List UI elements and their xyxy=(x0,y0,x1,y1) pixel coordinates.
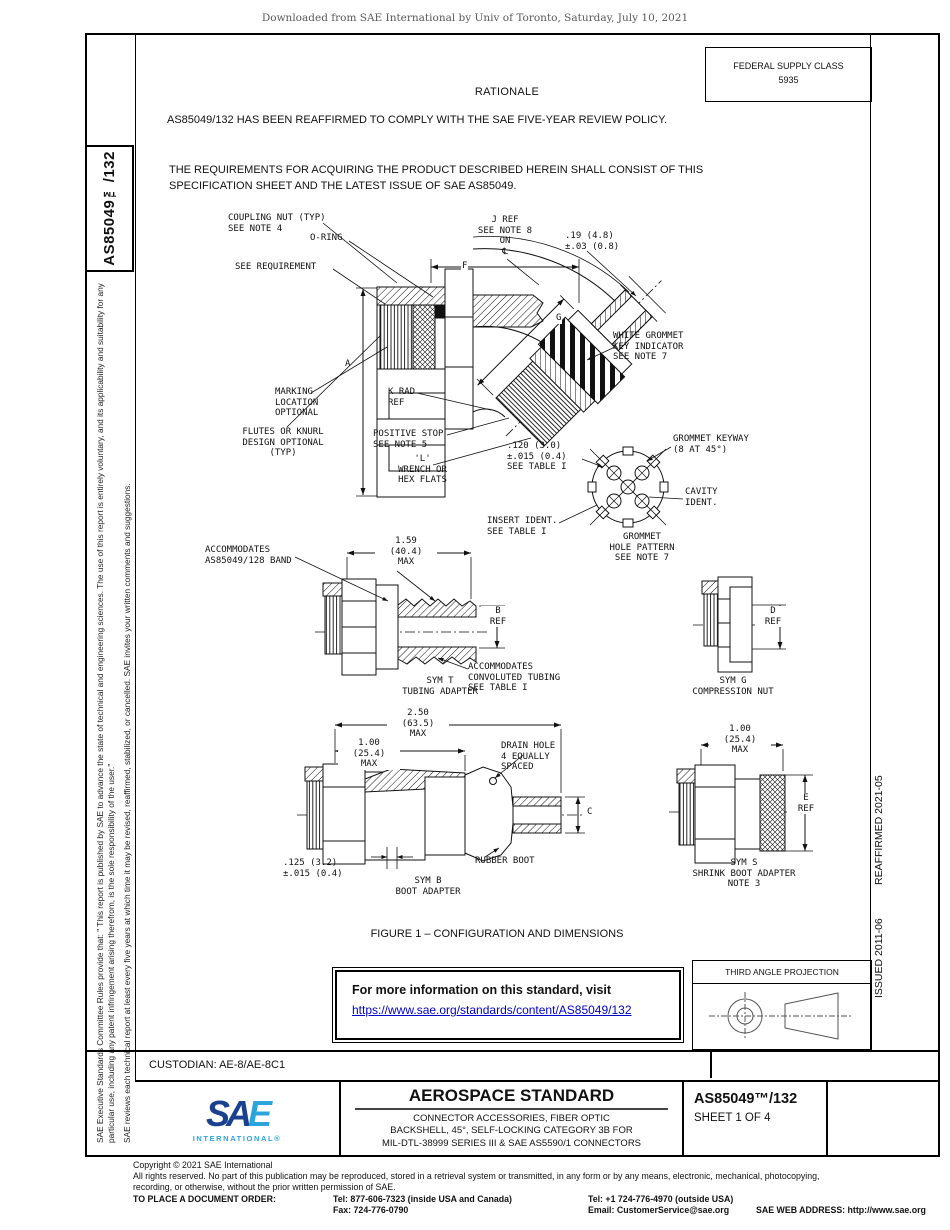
label-grommet-keyway: GROMMET KEYWAY (8 AT 45°) xyxy=(673,434,749,455)
disclaimer-committee-rules: SAE Executive Standards Committee Rules … xyxy=(95,283,116,1143)
sae-logo-word: SAE xyxy=(205,1093,272,1134)
standard-subtitle: CONNECTOR ACCESSORIES, FIBER OPTIC BACKS… xyxy=(381,1113,642,1149)
label-k-rad: K RAD REF xyxy=(388,387,416,408)
label-accommodates-band: ACCOMMODATES AS85049/128 BAND xyxy=(205,545,292,566)
shrink-boot-adapter-view xyxy=(669,742,813,864)
label-dim-120: .120 (3.0) ±.015 (0.4) SEE TABLE I xyxy=(507,441,567,473)
label-insert-ident: INSERT IDENT. SEE TABLE I xyxy=(487,516,558,537)
label-dim-b: B REF xyxy=(481,606,515,628)
rationale-paragraph-1: AS85049/132 HAS BEEN REAFFIRMED TO COMPL… xyxy=(167,114,668,126)
fsc-label: FEDERAL SUPPLY CLASS xyxy=(733,61,844,71)
label-dim-250: 2.50 (63.5) MAX xyxy=(387,708,449,740)
right-margin-divider xyxy=(870,35,871,1050)
sidebar-divider xyxy=(135,35,136,1080)
footer-rights: All rights reserved. No part of this pub… xyxy=(133,1171,820,1192)
footer-email: Email: CustomerService@sae.org xyxy=(588,1205,730,1215)
footer-order-label: TO PLACE A DOCUMENT ORDER: xyxy=(133,1194,276,1204)
sae-logo-subtext: INTERNATIONAL® xyxy=(192,1134,282,1143)
figure1-caption: FIGURE 1 – CONFIGURATION AND DIMENSIONS xyxy=(370,928,624,940)
fsc-code: 5935 xyxy=(778,74,799,85)
label-accommodates-tubing: ACCOMMODATES CONVOLUTED TUBING SEE TABLE… xyxy=(468,662,561,694)
footer-tel-inside: Tel: 877-606-7323 (inside USA and Canada… xyxy=(333,1194,512,1204)
rationale-paragraph-2: THE REQUIREMENTS FOR ACQUIRING THE PRODU… xyxy=(169,164,704,192)
sheet-number: SHEET 1 OF 4 xyxy=(694,1112,771,1124)
tubing-adapter-view xyxy=(294,550,505,676)
title-block-center: AEROSPACE STANDARD CONNECTOR ACCESSORIES… xyxy=(339,1082,682,1157)
title-block-end-cell xyxy=(826,1082,938,1157)
label-dim-f: F xyxy=(461,261,469,272)
sae-logo: SAE INTERNATIONAL® xyxy=(135,1082,339,1157)
label-grommet-hole-pattern: GROMMET HOLE PATTERN SEE NOTE 7 xyxy=(609,532,675,564)
sidebar-doc-number-box: AS85049™/132 xyxy=(87,145,134,272)
label-j-ref: J REF SEE NOTE 8 ON ℄ xyxy=(477,215,533,257)
sidebar-doc-number: AS85049™/132 xyxy=(101,151,118,266)
label-dim-159: 1.59 (40.4) MAX xyxy=(375,536,437,568)
label-sym-s: SYM S SHRINK BOOT ADAPTER NOTE 3 xyxy=(692,858,796,890)
label-rubber-boot: RUBBER BOOT xyxy=(475,856,535,866)
footer-tel-outside: Tel: +1 724-776-4970 (outside USA) xyxy=(588,1194,734,1204)
label-drain-hole: DRAIN HOLE 4 EQUALLY SPACED xyxy=(501,741,556,773)
rationale-heading: RATIONALE xyxy=(474,86,540,98)
label-sym-t: SYM T TUBING ADAPTER xyxy=(402,676,478,697)
figure1-linework xyxy=(286,222,813,869)
backshell-45-view xyxy=(286,222,666,498)
projection-box: THIRD ANGLE PROJECTION xyxy=(692,960,872,1050)
footer-web: SAE WEB ADDRESS: http://www.sae.org xyxy=(756,1205,926,1215)
label-cavity-ident: CAVITY IDENT. xyxy=(685,487,718,508)
label-dim-e: E REF xyxy=(790,793,822,815)
title-block: SAE INTERNATIONAL® AEROSPACE STANDARD CO… xyxy=(135,1080,938,1157)
label-sym-g: SYM G COMPRESSION NUT xyxy=(692,676,774,697)
label-wrench: 'L' WRENCH OR HEX FLATS xyxy=(398,454,447,486)
label-dim-125: .125 (3.2) ±.015 (0.4) xyxy=(283,858,343,879)
label-dim-c: C xyxy=(587,807,593,817)
label-coupling-nut: COUPLING NUT (TYP) SEE NOTE 4 xyxy=(228,213,326,234)
projection-title: THIRD ANGLE PROJECTION xyxy=(693,961,871,984)
sidebar-disclaimers: SAE Executive Standards Committee Rules … xyxy=(90,275,134,1143)
footer-copyright: Copyright © 2021 SAE International xyxy=(133,1160,273,1170)
boot-adapter-view xyxy=(297,722,585,869)
aerospace-standard-heading: AEROSPACE STANDARD xyxy=(408,1086,615,1105)
label-dim-a: A xyxy=(345,359,351,369)
federal-supply-class-box: FEDERAL SUPPLY CLASS 5935 xyxy=(705,47,872,102)
label-dim-g: G xyxy=(555,313,563,324)
more-info-text: For more information on this standard, v… xyxy=(352,983,612,997)
download-watermark: Downloaded from SAE International by Uni… xyxy=(261,12,689,24)
doc-number: AS85049™/132 xyxy=(694,1091,798,1107)
page-frame: AS85049™/132 SAE Executive Standards Com… xyxy=(85,33,940,1157)
label-see-requirement: SEE REQUIREMENT xyxy=(235,262,317,272)
label-dim-19: .19 (4.8) ±.03 (0.8) xyxy=(565,231,620,252)
label-marking: MARKING LOCATION OPTIONAL xyxy=(275,387,319,419)
issued-date: ISSUED 2011-06 xyxy=(873,918,885,998)
label-flutes: FLUTES OR KNURL DESIGN OPTIONAL (TYP) xyxy=(242,427,324,459)
custodian-rule xyxy=(87,1050,938,1052)
custodian-label: CUSTODIAN: AE-8/AE-8C1 xyxy=(135,1050,712,1078)
label-positive-stop: POSITIVE STOP SEE NOTE 5 xyxy=(373,429,444,450)
third-angle-projection-icon xyxy=(709,992,853,1040)
label-white-grommet: WHITE GROMMET KEY INDICATOR SEE NOTE 7 xyxy=(613,331,684,363)
disclaimer-review-policy: SAE reviews each technical report at lea… xyxy=(121,483,132,1143)
label-dim-100-boot: 1.00 (25.4) MAX xyxy=(338,738,400,770)
label-o-ring: O-RING xyxy=(310,233,343,243)
label-sym-b: SYM B BOOT ADAPTER xyxy=(395,876,461,897)
grommet-face-view xyxy=(558,446,684,528)
standard-link[interactable]: https://www.sae.org/standards/content/AS… xyxy=(352,1003,632,1017)
figure1-drawing: COUPLING NUT (TYP) SEE NOTE 4 O-RING SEE… xyxy=(135,207,872,907)
title-block-rule xyxy=(354,1108,669,1110)
footer-fax: Fax: 724-776-0790 xyxy=(333,1205,409,1215)
label-dim-100-shrink: 1.00 (25.4) MAX xyxy=(709,724,771,756)
reaffirmed-date: REAFFIRMED 2021-05 xyxy=(873,775,885,885)
label-dim-d: D REF xyxy=(755,606,791,628)
more-info-box: For more information on this standard, v… xyxy=(332,967,684,1043)
title-block-number: AS85049™/132 SHEET 1 OF 4 xyxy=(682,1082,826,1157)
